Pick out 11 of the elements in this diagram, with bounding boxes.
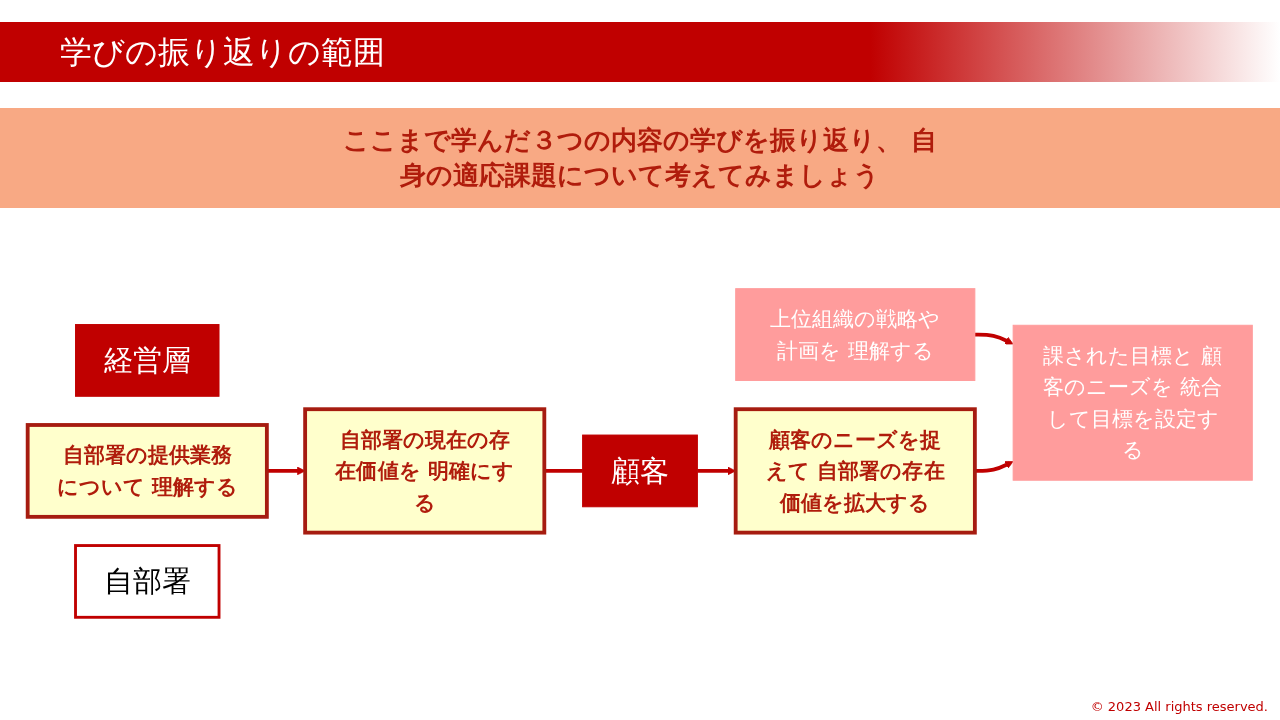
instruction-banner: ここまで学んだ３つの内容の学びを振り返り、 自身の適応課題について考えてみましょう — [0, 108, 1280, 208]
arrow — [974, 332, 1014, 344]
node-box: 上位組織の戦略や計画を 理解する — [735, 287, 976, 381]
node-box: 顧客 — [582, 434, 698, 507]
node-box: 経営層 — [75, 323, 220, 397]
node-box: 自部署の現在の存在価値を 明確にする — [303, 406, 547, 535]
copyright-note: © 2023 All rights reserved. — [1090, 699, 1268, 714]
node-box: 課された目標と 顧客のニーズを 統合して目標を設定する — [1012, 324, 1253, 481]
node-box: 自部署 — [74, 543, 221, 619]
node-box: 顧客のニーズを捉えて 自部署の存在価値を拡大する — [733, 406, 977, 535]
node-box: 自部署の提供業務について 理解する — [25, 422, 269, 519]
